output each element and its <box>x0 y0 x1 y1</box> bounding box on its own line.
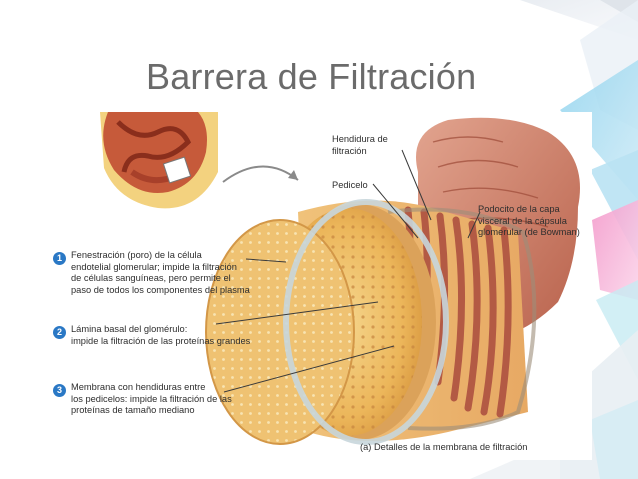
leader-lines <box>215 149 481 393</box>
badge-3: 3 <box>53 384 66 397</box>
endothelium-section <box>205 199 449 445</box>
filtration-membrane-illustration <box>100 112 580 445</box>
glomerulus-inset <box>100 112 299 209</box>
figure-caption: (a) Detalles de la membrana de filtració… <box>360 442 528 452</box>
label-podocito: Podocito de la capa visceral de la cápsu… <box>478 204 580 238</box>
item-2-text: Lámina basal del glomérulo: impide la fi… <box>71 324 251 346</box>
item-1-text: Fenestración (poro) de la célula endotel… <box>71 250 250 295</box>
item-3-text: Membrana con hendiduras entre los pedice… <box>71 382 232 416</box>
badge-2: 2 <box>53 326 66 339</box>
label-pedicelo: Pedicelo <box>332 180 368 190</box>
filtration-membrane-figure: Hendidura de filtración Pedicelo Podocit… <box>48 112 592 460</box>
label-hendidura: Hendidura de filtración <box>332 134 388 156</box>
slide-title: Barrera de Filtración <box>146 56 477 97</box>
badge-1: 1 <box>53 252 66 265</box>
